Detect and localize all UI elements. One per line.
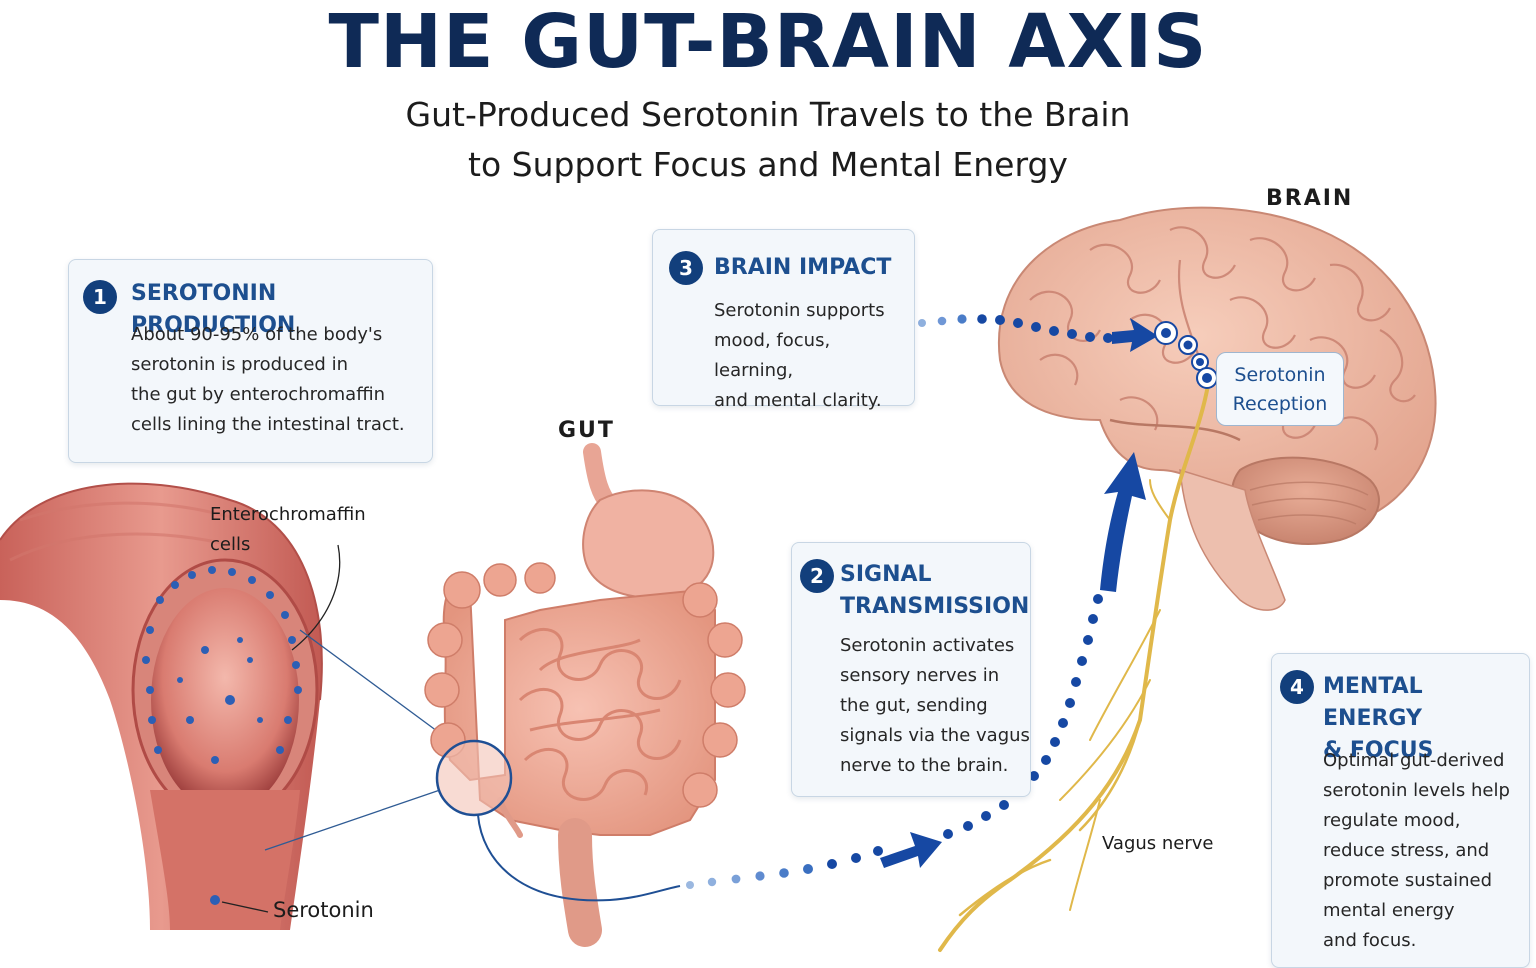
card-body: Serotonin supports mood, focus, learning… — [714, 296, 914, 416]
receptor-sites — [1154, 321, 1218, 389]
vagus-nerve — [938, 383, 1210, 952]
card-body-line: sensory nerves in — [840, 665, 1000, 686]
card-title: MENTAL ENERGY & FOCUS — [1323, 671, 1529, 767]
flow-arrow-upper — [1100, 452, 1146, 592]
card-title: SEROTONIN PRODUCTION — [131, 281, 296, 338]
card-body-line: About 90-95% of the body's — [131, 324, 383, 345]
card-body-line: serotonin levels help — [1323, 780, 1510, 801]
vagus-nerve-label: Vagus nerve — [1102, 833, 1214, 854]
card-body-line: promote sustained — [1323, 870, 1493, 891]
serotonin-reception-line-2: Reception — [1232, 393, 1328, 415]
brain-impact-arrow — [1112, 318, 1158, 352]
card-title-line: SIGNAL — [840, 562, 932, 587]
gut-label: GUT — [558, 418, 615, 443]
card-body-line: serotonin is produced in — [131, 354, 348, 375]
card-body-line: the gut by enterochromaffin — [131, 384, 386, 405]
card-body-line: reduce stress, and — [1323, 840, 1490, 861]
card-body: Serotonin activates sensory nerves in th… — [840, 631, 1030, 781]
card-body: About 90-95% of the body's serotonin is … — [131, 320, 431, 440]
serotonin-reception-callout: Serotonin Reception — [1216, 352, 1344, 426]
brain-label: BRAIN — [1266, 186, 1354, 211]
serotonin-label: Serotonin — [273, 898, 374, 922]
card-body-line: and focus. — [1323, 930, 1417, 951]
card-body-line: Serotonin activates — [840, 635, 1015, 656]
card-mental-energy-focus: 4 MENTAL ENERGY & FOCUS Optimal gut-deri… — [1271, 653, 1530, 968]
page-subtitle: Gut-Produced Serotonin Travels to the Br… — [0, 90, 1536, 190]
intestine-cross-section — [0, 482, 341, 930]
serotonin-reception-line-1: Serotonin — [1234, 364, 1326, 386]
card-body-line: regulate mood, — [1323, 810, 1461, 831]
step-badge-4: 4 — [1280, 670, 1314, 704]
enterochromaffin-label: Enterochromaffin cells — [210, 500, 366, 560]
card-body-line: nerve to the brain. — [840, 755, 1009, 776]
enterochromaffin-label-line-2: cells — [210, 534, 251, 555]
card-title-line: TRANSMISSION — [840, 594, 1030, 619]
step-badge-2: 2 — [800, 559, 834, 593]
card-body-line: and mental clarity. — [714, 390, 882, 411]
serotonin-dots — [142, 566, 302, 905]
card-body: Optimal gut-derived serotonin levels hel… — [1323, 746, 1528, 956]
signal-flow-path — [686, 594, 1103, 889]
enterochromaffin-label-line-1: Enterochromaffin — [210, 504, 366, 525]
subtitle-line-2: to Support Focus and Mental Energy — [468, 145, 1068, 184]
card-serotonin-production: 1 SEROTONIN PRODUCTION About 90-95% of t… — [68, 259, 433, 463]
page-title: THE GUT-BRAIN AXIS — [328, 0, 1208, 85]
digestive-system — [424, 443, 746, 947]
brain-impact-flow — [918, 314, 1113, 343]
card-body-line: Serotonin supports — [714, 300, 885, 321]
card-body-line: Optimal gut-derived — [1323, 750, 1505, 771]
card-body-line: signals via the vagus — [840, 725, 1030, 746]
card-body-line: mood, focus, learning, — [714, 330, 831, 381]
card-body-line: mental energy — [1323, 900, 1455, 921]
step-badge-1: 1 — [83, 280, 117, 314]
card-body-line: the gut, sending — [840, 695, 988, 716]
card-signal-transmission: 2 SIGNAL TRANSMISSION Serotonin activate… — [791, 542, 1031, 797]
card-title: BRAIN IMPACT — [714, 255, 892, 280]
subtitle-line-1: Gut-Produced Serotonin Travels to the Br… — [405, 95, 1131, 134]
card-title-line: MENTAL ENERGY — [1323, 674, 1423, 731]
card-title-line: & FOCUS — [1323, 738, 1434, 763]
card-title: SIGNAL TRANSMISSION — [840, 559, 1029, 623]
step-badge-3: 3 — [669, 251, 703, 285]
card-body-line: cells lining the intestinal tract. — [131, 414, 405, 435]
card-brain-impact: 3 BRAIN IMPACT Serotonin supports mood, … — [652, 229, 915, 411]
flow-arrow-lower — [880, 832, 942, 868]
